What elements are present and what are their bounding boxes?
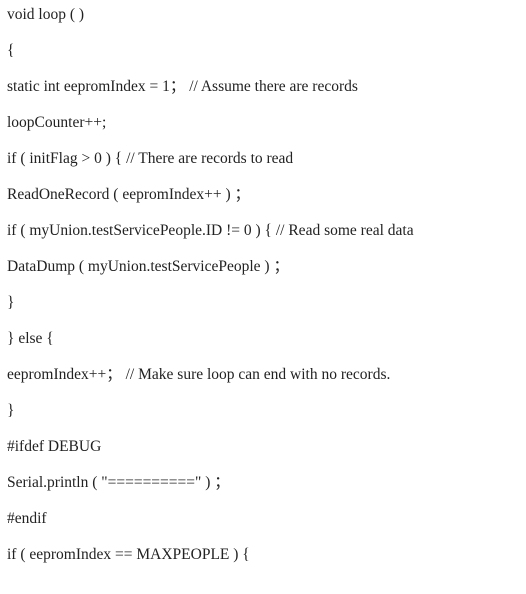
code-line-7: if ( myUnion.testServicePeople.ID != 0 )…: [7, 222, 414, 239]
code-line-2: {: [7, 42, 15, 59]
code-line-1: void loop ( ): [7, 6, 85, 23]
code-line-12: }: [7, 402, 15, 419]
code-line-14: Serial.println ( "==========" ) ；: [7, 474, 230, 491]
code-line-15: #endif: [7, 510, 47, 527]
code-line-9: }: [7, 294, 15, 311]
code-line-16: if ( eepromIndex == MAXPEOPLE ) {: [7, 546, 250, 563]
code-line-5: if ( initFlag > 0 ) { // There are recor…: [7, 150, 294, 167]
code-line-4: loopCounter++;: [7, 114, 107, 131]
code-line-3: static int eepromIndex = 1； // Assume th…: [7, 78, 358, 95]
code-line-8: DataDump ( myUnion.testServicePeople ) ；: [7, 258, 289, 275]
code-line-11: eepromIndex++； // Make sure loop can end…: [7, 366, 391, 383]
code-line-6: ReadOneRecord ( eepromIndex++ ) ；: [7, 186, 251, 203]
code-line-10: } else {: [7, 330, 54, 347]
code-line-13: #ifdef DEBUG: [7, 438, 102, 455]
